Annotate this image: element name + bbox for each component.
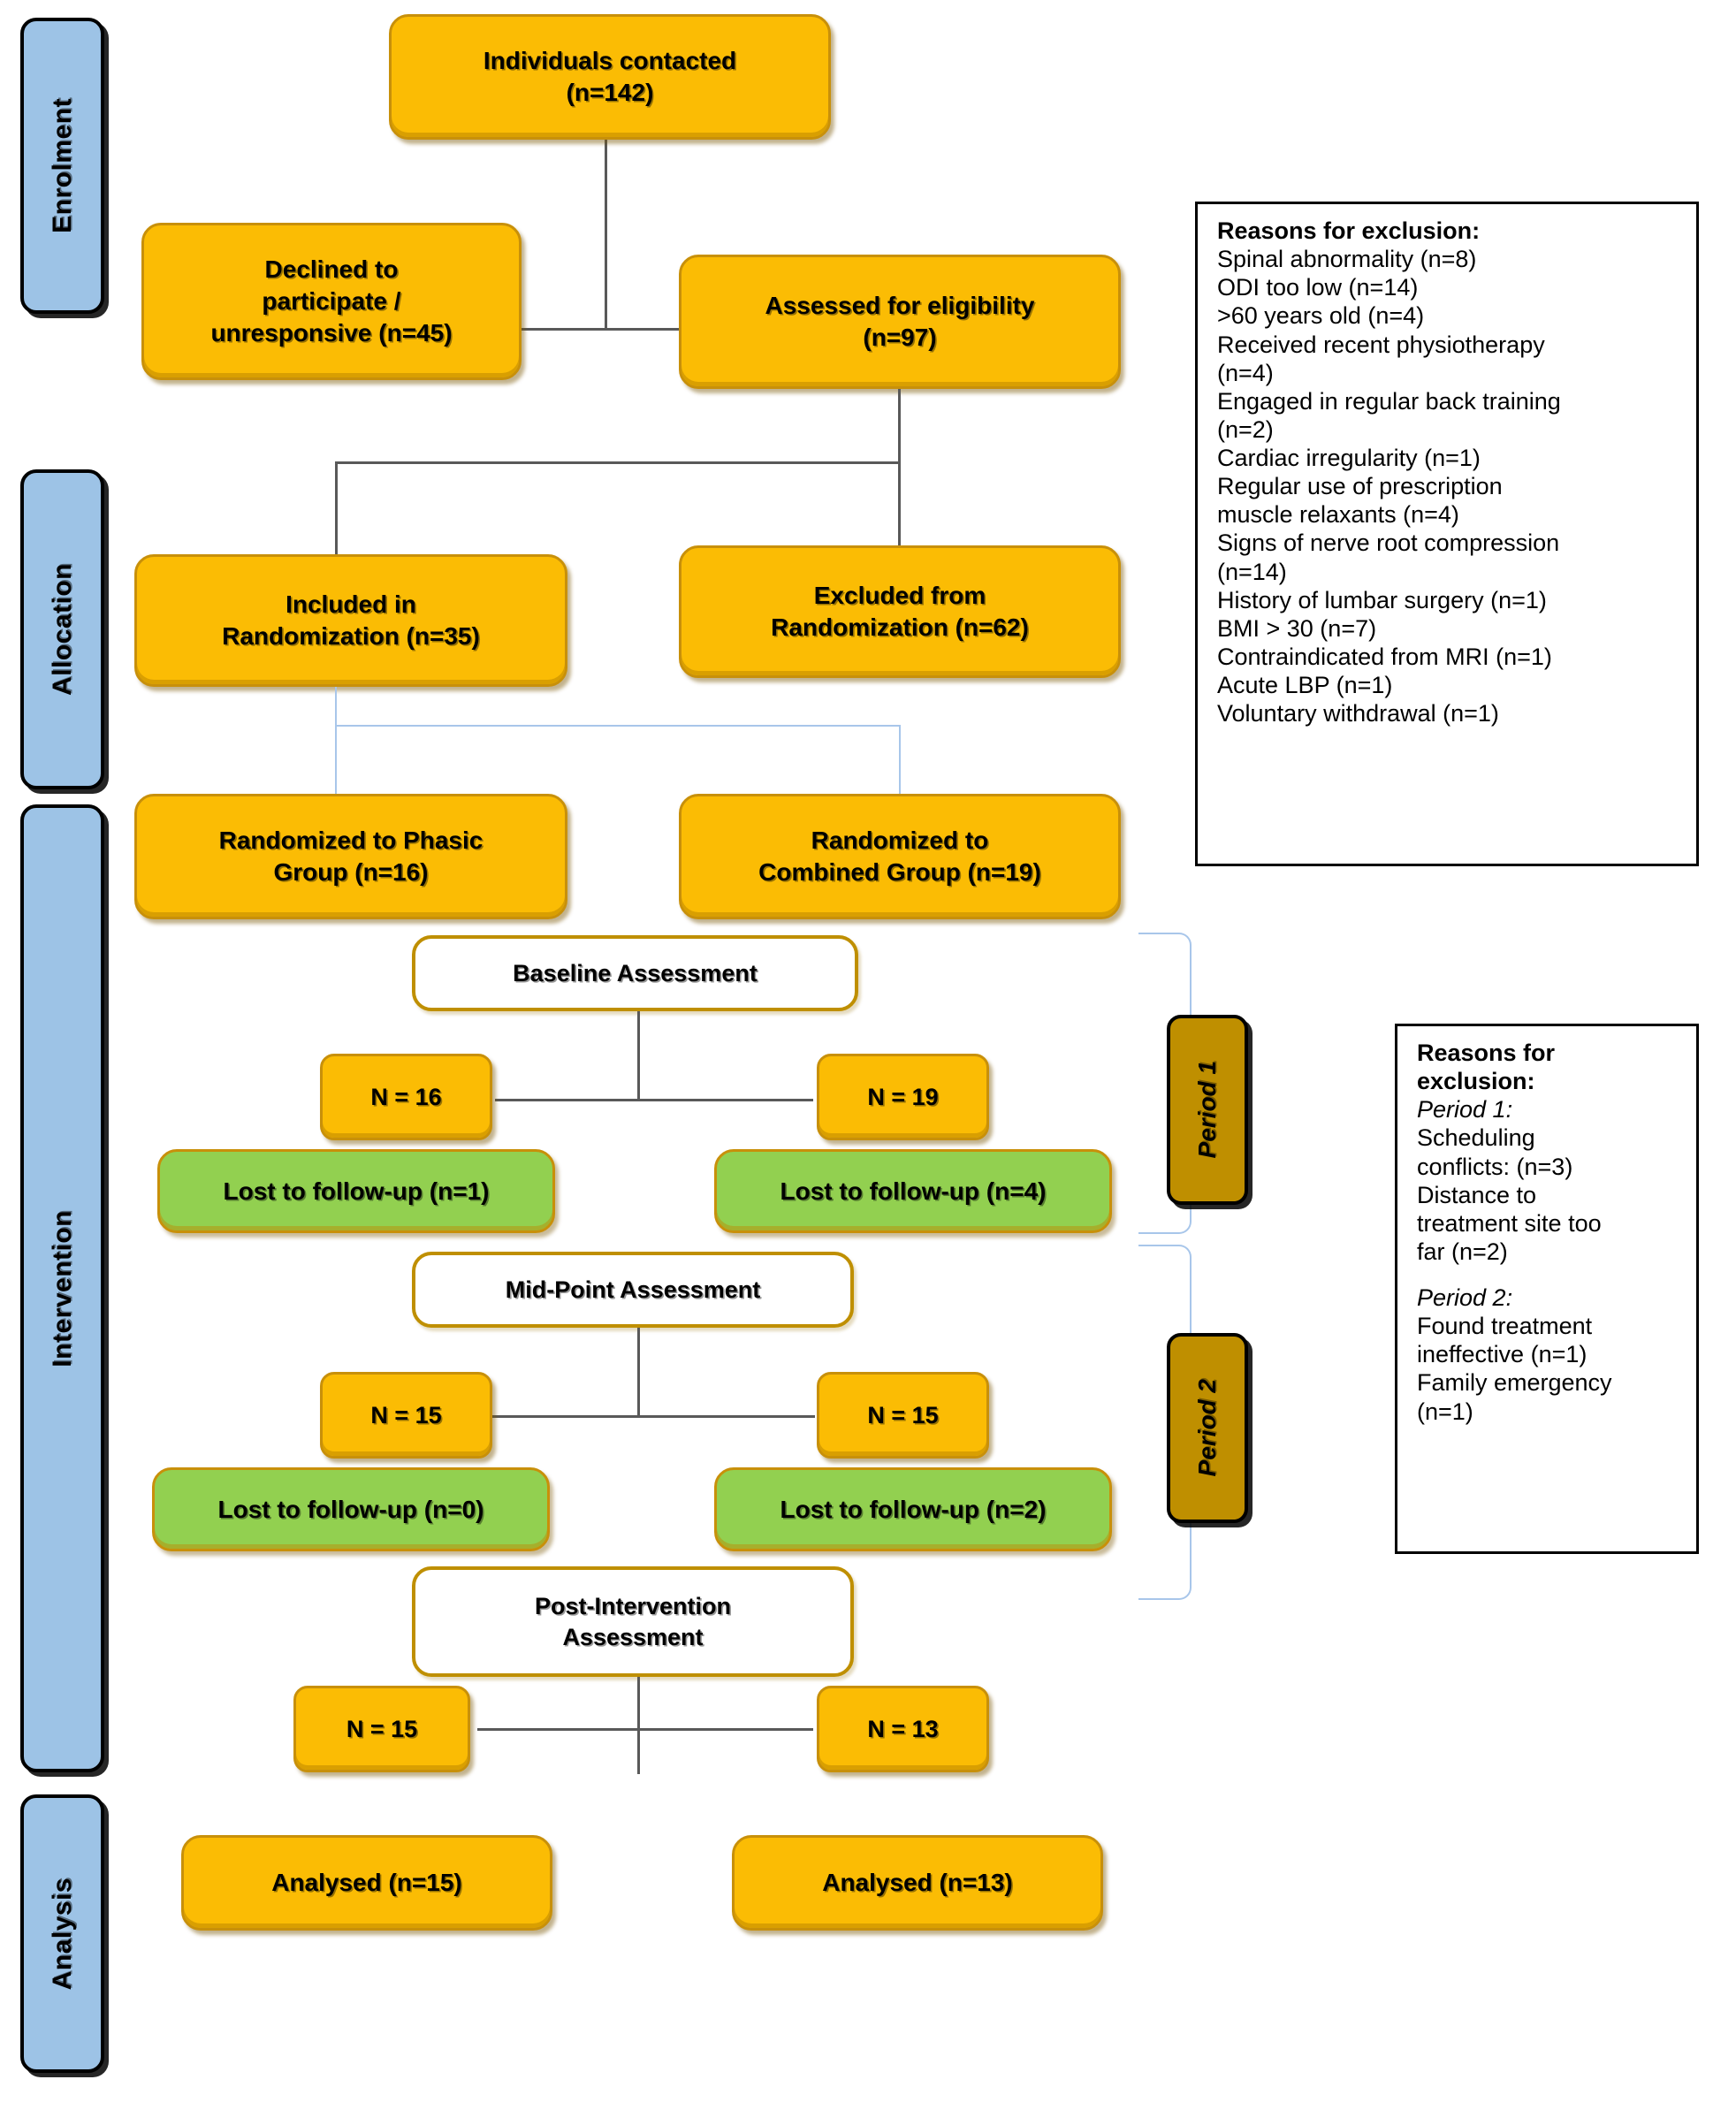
stage-analysis-label: Analysis: [47, 1877, 77, 1991]
node-n-period1-combined: N = 19: [817, 1054, 989, 1140]
exclusion-item: Voluntary withdrawal (n=1): [1217, 700, 1499, 727]
connector-randomization-left-drop: [335, 725, 337, 796]
stage-enrolment: Enrolment: [20, 18, 104, 314]
exclusion-item: History of lumbar surgery (n=1): [1217, 586, 1547, 613]
dropout-spacer: [1417, 1266, 1682, 1284]
node-included-in-randomization: Included in Randomization (n=35): [134, 554, 567, 687]
dropout-period1-item: Scheduling conflicts: (n=3): [1417, 1124, 1573, 1180]
node-baseline-assessment: Baseline Assessment: [412, 935, 858, 1011]
dropout-period1-label: Period 1:: [1417, 1096, 1513, 1124]
connector-randomization-stem: [335, 687, 337, 727]
connector-post-crossbar: [477, 1728, 813, 1731]
panel-reasons-for-exclusion: Reasons for exclusion: Spinal abnormalit…: [1195, 202, 1699, 866]
node-analysed-combined: Analysed (n=13): [732, 1835, 1103, 1931]
node-randomized-phasic: Randomized to Phasic Group (n=16): [134, 794, 567, 919]
stage-intervention: Intervention: [20, 804, 104, 1772]
connector-to-excluded: [898, 461, 901, 550]
node-post-intervention-assessment: Post-Intervention Assessment: [412, 1566, 854, 1677]
dropout-period2-item: Family emergency (n=1): [1417, 1369, 1612, 1425]
node-lost-followup-period1-combined: Lost to follow-up (n=4): [714, 1149, 1112, 1233]
exclusion-item: Signs of nerve root compression (n=14): [1217, 529, 1560, 585]
node-n-final-phasic: N = 15: [293, 1686, 470, 1772]
node-randomized-combined: Randomized to Combined Group (n=19): [679, 794, 1121, 919]
stage-enrolment-label: Enrolment: [47, 98, 77, 233]
exclusion-item: Spinal abnormality (n=8): [1217, 246, 1477, 273]
exclusion-item: BMI > 30 (n=7): [1217, 614, 1377, 642]
connector-allocation-split: [335, 461, 901, 464]
node-n-final-combined: N = 13: [817, 1686, 989, 1772]
exclusion-item: Engaged in regular back training (n=2): [1217, 387, 1561, 443]
node-lost-followup-period2-combined: Lost to follow-up (n=2): [714, 1467, 1112, 1551]
stage-intervention-label: Intervention: [47, 1209, 77, 1367]
dropout-heading: Reasons for exclusion:: [1417, 1040, 1556, 1095]
connector-to-included: [335, 461, 338, 559]
stage-allocation-label: Allocation: [47, 562, 77, 696]
connector-declined-to-assessed: [520, 328, 679, 331]
dropout-period2-item: Found treatment ineffective (n=1): [1417, 1313, 1593, 1368]
connector-randomization-right-drop: [899, 725, 901, 796]
stage-allocation: Allocation: [20, 469, 104, 789]
node-individuals-contacted: Individuals contacted (n=142): [389, 14, 831, 140]
node-declined-to-participate: Declined to participate / unresponsive (…: [141, 223, 522, 380]
exclusion-item: Cardiac irregularity (n=1): [1217, 445, 1481, 471]
connector-post-stem: [637, 1677, 640, 1774]
exclusion-item: >60 years old (n=4): [1217, 302, 1425, 330]
exclusion-item: Received recent physiotherapy (n=4): [1217, 331, 1545, 386]
node-excluded-from-randomization: Excluded from Randomization (n=62): [679, 545, 1121, 678]
exclusion-item: Acute LBP (n=1): [1217, 672, 1393, 698]
node-n-period2-phasic: N = 15: [320, 1372, 492, 1459]
node-n-period1-phasic: N = 16: [320, 1054, 492, 1140]
bracket-period1-upper: [1138, 933, 1192, 1085]
dropout-period2-label: Period 2:: [1417, 1284, 1513, 1311]
exclusion-item: Regular use of prescription muscle relax…: [1217, 473, 1503, 529]
node-lost-followup-period2-phasic: Lost to follow-up (n=0): [152, 1467, 550, 1551]
node-n-period2-combined: N = 15: [817, 1372, 989, 1459]
connector-contacted-to-assessed: [605, 140, 607, 329]
node-midpoint-assessment: Mid-Point Assessment: [412, 1252, 854, 1328]
dropout-period1-item: Distance to treatment site too far (n=2): [1417, 1181, 1602, 1265]
stage-analysis: Analysis: [20, 1794, 104, 2073]
connector-randomization-split: [335, 725, 901, 727]
node-lost-followup-period1-phasic: Lost to follow-up (n=1): [157, 1149, 555, 1233]
exclusion-item: Contraindicated from MRI (n=1): [1217, 643, 1552, 670]
exclusion-item: ODI too low (n=14): [1217, 274, 1419, 301]
node-period-1: Period 1: [1167, 1015, 1248, 1205]
connector-assessed-stem: [898, 389, 901, 463]
connector-baseline-crossbar: [495, 1099, 813, 1101]
panel-reasons-for-dropout: Reasons for exclusion: Period 1: Schedul…: [1395, 1024, 1699, 1554]
node-assessed-for-eligibility: Assessed for eligibility (n=97): [679, 255, 1121, 389]
node-period-2: Period 2: [1167, 1333, 1248, 1523]
connector-baseline-stem: [637, 1011, 640, 1100]
node-analysed-phasic: Analysed (n=15): [181, 1835, 552, 1931]
connector-midpoint-stem: [637, 1328, 640, 1416]
exclusion-heading: Reasons for exclusion:: [1217, 217, 1481, 244]
connector-midpoint-crossbar: [488, 1415, 815, 1418]
